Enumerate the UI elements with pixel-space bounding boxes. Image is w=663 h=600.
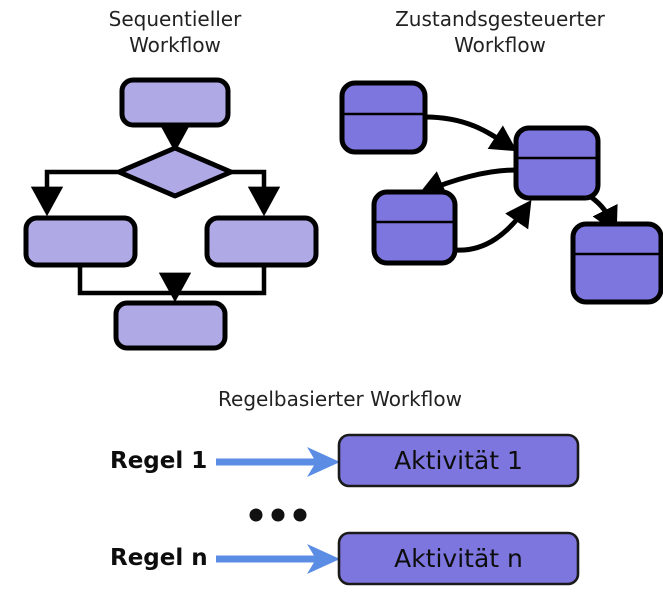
sequential-start-activity[interactable] <box>119 77 231 128</box>
sequential-decision-node[interactable] <box>116 145 234 199</box>
rule-label-2: Regel n <box>110 545 208 571</box>
connector-right-to-merge <box>175 265 267 296</box>
state-node-bottom-right[interactable] <box>570 221 663 305</box>
activity-label-2: Aktivität n <box>394 544 523 573</box>
connector-decision-to-left <box>30 169 120 217</box>
rule-activity-box-2[interactable] <box>337 531 580 586</box>
rule-workflow-group <box>216 433 580 586</box>
state-node-top-left[interactable] <box>339 80 428 155</box>
rule-workflow-title: Regelbasierter Workflow <box>218 387 462 411</box>
connector-left-to-merge <box>77 265 175 296</box>
connector-decision-to-right <box>230 169 281 217</box>
activity-label-1: Aktivität 1 <box>394 446 523 475</box>
rule-ellipsis-dots <box>249 508 307 522</box>
sequential-merge-activity[interactable] <box>113 300 228 351</box>
state-workflow-title: Zustandsgesteuerter Workflow <box>395 7 605 57</box>
sequential-workflow-group <box>23 77 319 351</box>
transition-topleft-to-center <box>422 114 518 152</box>
sequential-workflow-title: Sequentieller Workflow <box>108 7 242 57</box>
rule-arrow-2 <box>216 544 340 574</box>
rule-activity-box-1[interactable] <box>337 433 580 488</box>
transition-middleleft-to-center <box>452 200 532 253</box>
sequential-branch-left-activity[interactable] <box>23 215 138 268</box>
rule-label-1: Regel 1 <box>110 448 208 474</box>
state-workflow-group <box>339 80 663 305</box>
sequential-branch-right-activity[interactable] <box>204 215 319 268</box>
transition-center-to-middleleft <box>418 167 519 197</box>
state-node-middle-left[interactable] <box>371 189 458 266</box>
state-node-center[interactable] <box>513 125 601 201</box>
rule-arrow-1 <box>216 447 340 477</box>
